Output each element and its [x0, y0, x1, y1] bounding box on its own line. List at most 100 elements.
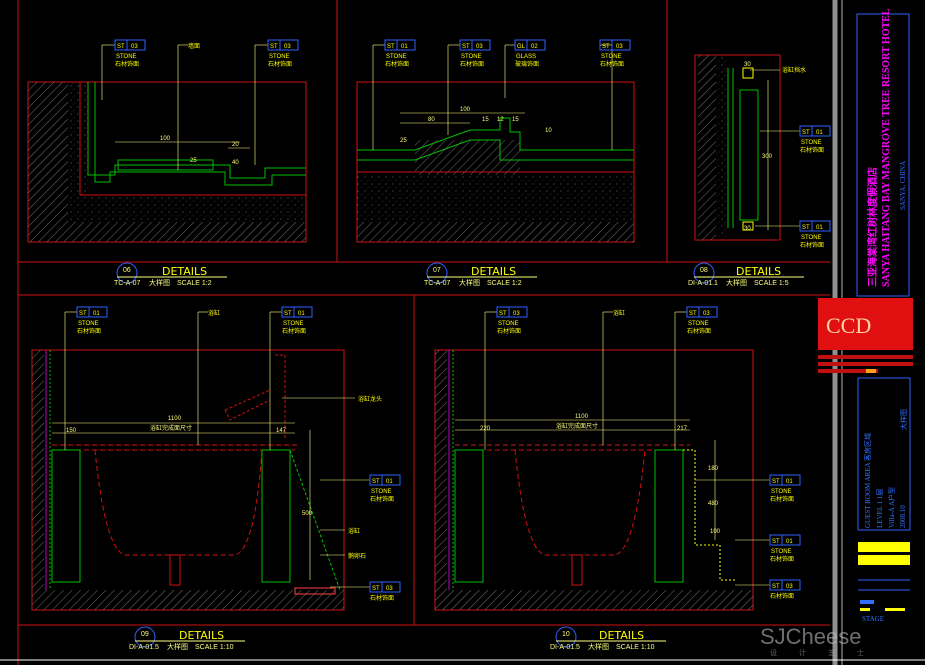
- svg-text:02: 02: [531, 44, 538, 50]
- svg-text:TC-A-07: TC-A-07: [424, 280, 451, 287]
- svg-text:STONE: STONE: [283, 321, 304, 327]
- hotel-name-cn: 三亚海棠湾红树林度假酒店: [866, 167, 879, 287]
- detail-10-leaders: [455, 311, 770, 586]
- svg-text:大样图: 大样图: [899, 409, 908, 430]
- detail-07-drawing: [356, 81, 635, 243]
- svg-text:ST: ST: [772, 479, 780, 485]
- svg-text:DETAILS: DETAILS: [162, 265, 207, 278]
- svg-text:石材饰面: 石材饰面: [600, 60, 624, 68]
- svg-text:30: 30: [744, 226, 751, 232]
- svg-text:石材饰面: 石材饰面: [385, 60, 409, 68]
- svg-text:ST: ST: [387, 44, 395, 50]
- watermark: SJCheese: [760, 624, 862, 649]
- svg-text:ST: ST: [602, 44, 610, 50]
- svg-text:STONE: STONE: [771, 489, 792, 495]
- svg-text:03: 03: [616, 44, 623, 50]
- detail-08-drawing: [694, 54, 781, 241]
- svg-text:STONE: STONE: [78, 321, 99, 327]
- svg-text:500: 500: [302, 511, 313, 517]
- svg-text:80: 80: [428, 117, 435, 123]
- svg-text:220: 220: [480, 426, 491, 432]
- svg-text:LEVEL 1 1层: LEVEL 1 1层: [876, 489, 884, 528]
- svg-text:DI-A-01.1: DI-A-01.1: [688, 280, 718, 287]
- svg-text:03: 03: [386, 586, 393, 592]
- svg-text:TC-A-07: TC-A-07: [114, 280, 141, 287]
- svg-text:480: 480: [708, 501, 719, 507]
- svg-text:DI-A-01.5: DI-A-01.5: [550, 644, 580, 651]
- label-faucet: 浴缸龙头: [358, 395, 382, 403]
- svg-text:ST: ST: [499, 311, 507, 317]
- hotel-name-en: SANYA HAITANG BAY MANGROVE TREE RESORT H…: [881, 8, 892, 287]
- svg-text:SCALE 1:10: SCALE 1:10: [616, 644, 655, 651]
- dimension-labels: 100 20 25 40 100 80 15 12 15 25 10 30 30…: [66, 62, 773, 535]
- svg-text:石材饰面: 石材饰面: [282, 327, 306, 335]
- svg-text:25: 25: [400, 138, 407, 144]
- svg-text:STONE: STONE: [371, 489, 392, 495]
- svg-text:玻璃饰面: 玻璃饰面: [515, 60, 539, 68]
- svg-text:01: 01: [401, 44, 408, 50]
- svg-text:DETAILS: DETAILS: [471, 265, 516, 278]
- label-fixture: 浴缸挡水: [782, 66, 806, 74]
- detail-06-leaders: [101, 44, 268, 170]
- label-wall: 墙面: [188, 42, 200, 50]
- svg-text:100: 100: [710, 529, 721, 535]
- svg-text:ST: ST: [284, 311, 292, 317]
- svg-text:石材饰面: 石材饰面: [497, 327, 521, 335]
- svg-text:STONE: STONE: [601, 54, 622, 60]
- svg-text:1100: 1100: [575, 414, 589, 420]
- svg-text:03: 03: [786, 584, 793, 590]
- svg-text:浴缸完成面尺寸: 浴缸完成面尺寸: [556, 422, 598, 430]
- label-tub-small: 浴缸: [348, 527, 360, 535]
- svg-text:石材饰面: 石材饰面: [687, 327, 711, 335]
- svg-text:03: 03: [703, 311, 710, 317]
- label-tub: 浴缸: [208, 309, 220, 317]
- svg-text:ST: ST: [802, 130, 810, 136]
- svg-text:石材饰面: 石材饰面: [770, 592, 794, 600]
- svg-text:ST: ST: [772, 539, 780, 545]
- svg-text:大样图: 大样图: [726, 278, 747, 287]
- location: SANYA, CHINA: [899, 161, 907, 210]
- svg-text:10: 10: [562, 631, 570, 638]
- svg-text:大样图: 大样图: [167, 642, 188, 651]
- svg-text:147: 147: [276, 428, 287, 434]
- svg-text:STONE: STONE: [386, 54, 407, 60]
- svg-text:石材饰面: 石材饰面: [800, 146, 824, 154]
- stage-label: STAGE: [862, 615, 884, 623]
- title-block: 三亚海棠湾红树林度假酒店 SANYA HAITANG BAY MANGROVE …: [818, 8, 913, 623]
- svg-text:01: 01: [816, 130, 823, 136]
- svg-text:STONE: STONE: [688, 321, 709, 327]
- svg-text:09: 09: [141, 631, 149, 638]
- detail-07-leaders: [372, 44, 613, 150]
- svg-text:100: 100: [160, 136, 171, 142]
- svg-text:20: 20: [232, 142, 239, 148]
- svg-text:DETAILS: DETAILS: [736, 265, 781, 278]
- svg-text:01: 01: [386, 479, 393, 485]
- svg-text:GL: GL: [517, 44, 526, 50]
- svg-text:03: 03: [513, 311, 520, 317]
- svg-text:ST: ST: [802, 225, 810, 231]
- svg-text:STONE: STONE: [461, 54, 482, 60]
- svg-text:ST: ST: [372, 586, 380, 592]
- svg-text:ST: ST: [79, 311, 87, 317]
- svg-text:Villa-A A户型: Villa-A A户型: [887, 487, 896, 528]
- svg-text:GLASS: GLASS: [516, 54, 536, 60]
- svg-text:STONE: STONE: [116, 54, 137, 60]
- svg-text:01: 01: [93, 311, 100, 317]
- svg-text:12: 12: [497, 117, 504, 123]
- svg-text:大样图: 大样图: [149, 278, 170, 287]
